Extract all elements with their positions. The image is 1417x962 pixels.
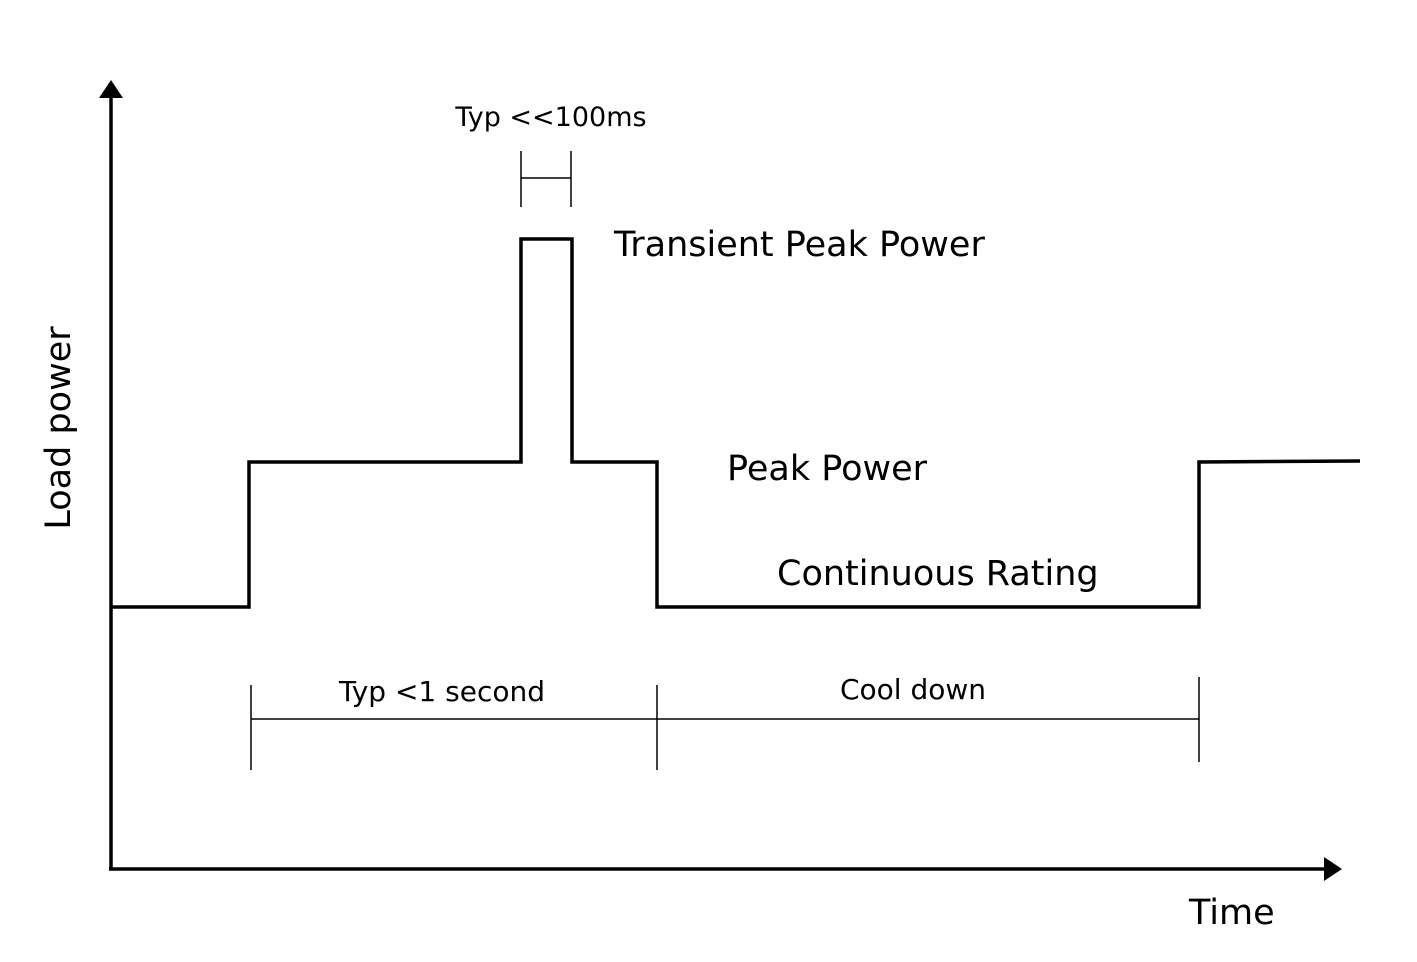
peak-power-label: Peak Power bbox=[727, 449, 928, 489]
transient-peak-power-label: Transient Peak Power bbox=[613, 225, 985, 265]
y-axis-label: Load power bbox=[39, 326, 79, 530]
load-power-waveform bbox=[111, 237, 1361, 609]
y-axis-arrow bbox=[99, 80, 123, 98]
x-axis-arrow bbox=[1324, 857, 1342, 881]
peak-duration-label: Typ <1 second bbox=[338, 675, 545, 708]
transient-duration-label: Typ <<100ms bbox=[454, 102, 646, 133]
cooldown-duration-label: Cool down bbox=[840, 673, 986, 706]
x-axis-label: Time bbox=[1188, 893, 1275, 933]
continuous-rating-label: Continuous Rating bbox=[777, 554, 1099, 594]
